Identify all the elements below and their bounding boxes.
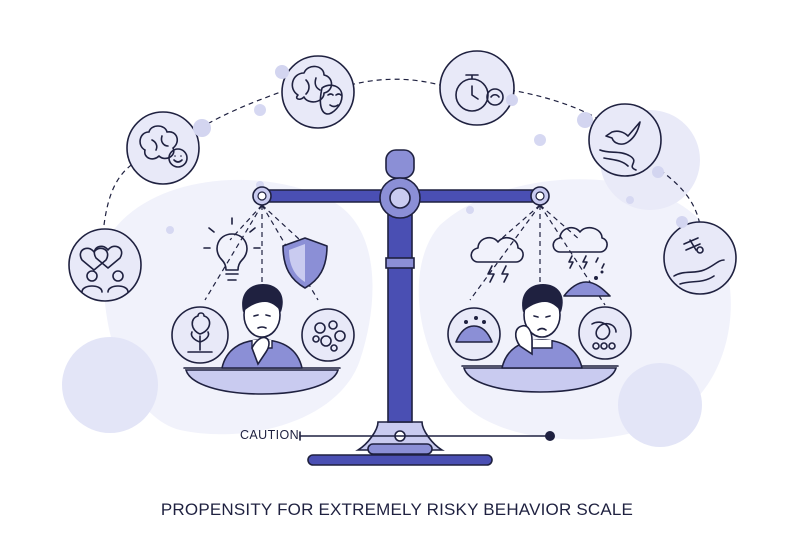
dove-path-icon: [577, 103, 664, 178]
pile-icon: [563, 270, 611, 297]
scale-stand: [252, 149, 550, 466]
bubbles-icon: [301, 308, 355, 362]
brain-face-icon: [126, 111, 211, 185]
storm-cloud-rain-icon: [552, 226, 608, 269]
storm-cloud-icon: [470, 236, 524, 283]
left-pan: [183, 367, 341, 395]
caution-label: CAUTION: [240, 428, 300, 442]
right-person-figure: [501, 284, 583, 369]
left-person-figure: [221, 284, 303, 369]
brain-mask-icon: [275, 55, 355, 129]
clock-brain-icon: [439, 50, 518, 126]
knot-icon: [578, 306, 632, 360]
flower-icon: [171, 306, 229, 364]
lightbulb-icon: [203, 217, 261, 281]
hearts-people-icon: [68, 228, 142, 302]
caution-arrow: [299, 431, 555, 441]
illustration-caption: PROPENSITY FOR EXTREMELY RISKY BEHAVIOR …: [160, 500, 634, 519]
wrench-road-icon: [663, 216, 737, 295]
shield-icon: [282, 237, 328, 289]
storm-mound-icon: [447, 307, 501, 361]
